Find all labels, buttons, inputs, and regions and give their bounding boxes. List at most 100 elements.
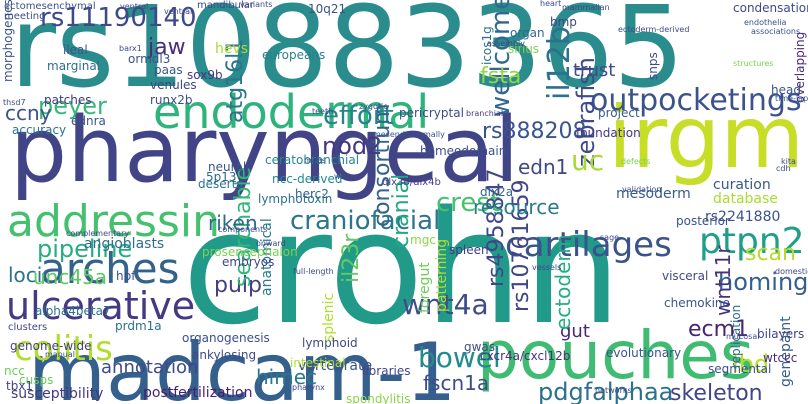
cloud-word: database bbox=[713, 191, 778, 207]
cloud-word: components bbox=[218, 225, 268, 234]
cloud-word: madcam-1 bbox=[28, 326, 457, 404]
cloud-word: postfertilization bbox=[143, 385, 253, 401]
cloud-word: mgc bbox=[410, 233, 436, 247]
cloud-word: 10q21 bbox=[308, 2, 347, 16]
cloud-word: skeleton bbox=[670, 381, 763, 404]
cloud-word: endodermal bbox=[153, 85, 430, 139]
cloud-word: endothelia bbox=[744, 18, 787, 27]
cloud-word: ulcerative bbox=[6, 284, 196, 328]
cloud-word: tbx1 bbox=[6, 379, 34, 393]
cloud-word: cxcr4a/cxcl12b bbox=[480, 349, 571, 363]
cloud-word: ectomesenchymal bbox=[4, 1, 96, 12]
cloud-word: angioblasts bbox=[84, 236, 165, 252]
cloud-word: curation bbox=[713, 177, 771, 193]
cloud-word: peyer bbox=[38, 92, 107, 120]
cloud-word: heart bbox=[540, 0, 562, 8]
cloud-word: bilayers bbox=[757, 327, 805, 341]
cloud-word: organ bbox=[510, 26, 545, 40]
cloud-word: il12b bbox=[542, 26, 577, 100]
cloud-word: ncc-derived bbox=[272, 172, 343, 186]
cloud-word: pulp bbox=[214, 273, 262, 298]
cloud-word: runx2b bbox=[150, 93, 193, 107]
cloud-word: hpf bbox=[116, 269, 136, 283]
cloud-word: paas bbox=[154, 63, 183, 77]
cloud-word: thsd7 bbox=[3, 98, 26, 107]
cloud-word: vertebrate bbox=[298, 358, 373, 374]
cloud-word: trust bbox=[573, 60, 616, 81]
cloud-word: branchial bbox=[466, 109, 504, 118]
cloud-word: patches bbox=[44, 93, 92, 107]
cloud-word: head bbox=[771, 83, 801, 97]
cloud-word: intestinal bbox=[290, 356, 346, 370]
cloud-word: fscn1a bbox=[423, 371, 490, 395]
cloud-word: il23r bbox=[339, 233, 364, 283]
cloud-word: sox9b bbox=[187, 68, 223, 82]
cloud-word: variants bbox=[240, 0, 273, 9]
cloud-word: fsta bbox=[480, 64, 522, 89]
cloud-word: herc2 bbox=[295, 187, 329, 201]
cloud-word: pouches bbox=[477, 317, 755, 394]
cloud-word: scan bbox=[745, 241, 796, 266]
cloud-word: prdm1a bbox=[115, 319, 162, 333]
cloud-word: bmp bbox=[550, 15, 577, 29]
cloud-word: validation bbox=[622, 185, 662, 194]
cloud-word: spondylitis bbox=[346, 392, 411, 404]
cloud-word: ectoderm-derived bbox=[618, 25, 690, 34]
cloud-word: crest bbox=[436, 188, 501, 218]
cloud-word: defects bbox=[621, 157, 651, 166]
cloud-word: alpha4beta7 bbox=[35, 304, 111, 318]
cloud-word: cusps bbox=[19, 373, 54, 387]
cloud-word: lymphoid bbox=[302, 336, 358, 350]
cloud-word: bowel bbox=[418, 341, 501, 374]
cloud-word: embryos bbox=[222, 255, 275, 269]
cloud-word: genome-wide bbox=[10, 339, 92, 353]
cloud-word: networks bbox=[595, 386, 632, 395]
cloud-word: homeodomain bbox=[420, 144, 507, 158]
cloud-word: nod2 bbox=[322, 132, 383, 160]
cloud-word: ceratobranchial bbox=[265, 153, 360, 167]
cloud-word: time-lapse bbox=[775, 94, 808, 103]
cloud-word: meeting bbox=[4, 11, 46, 22]
cloud-word: snps bbox=[646, 52, 660, 80]
cloud-word: deserts bbox=[198, 177, 243, 191]
cloud-word: mandibular bbox=[197, 0, 255, 11]
cloud-word: posterior bbox=[676, 214, 730, 228]
cloud-word: associations bbox=[751, 27, 801, 36]
cloud-word: gwas bbox=[464, 340, 496, 354]
cloud-word: ptpn2 bbox=[699, 221, 805, 262]
cloud-word: mesoderm bbox=[616, 186, 691, 202]
cloud-word: sage bbox=[600, 233, 620, 242]
cloud-word: pharynx bbox=[292, 383, 325, 392]
cloud-word: dlx3b/dlx4b bbox=[382, 177, 441, 188]
cloud-word: ileal bbox=[63, 43, 88, 57]
cloud-word: manual bbox=[45, 350, 75, 359]
cloud-word: segmental bbox=[708, 362, 772, 376]
cloud-word: europeans bbox=[262, 48, 326, 62]
cloud-word: resource bbox=[473, 195, 560, 219]
cloud-word: accuracy bbox=[12, 123, 67, 137]
cloud-word: ventral bbox=[164, 7, 193, 16]
cloud-word: ectoderm bbox=[551, 234, 575, 330]
cloud-word: dlx2a bbox=[480, 185, 514, 199]
cloud-word: 5p13 bbox=[206, 170, 237, 184]
cloud-word: ormdl3 bbox=[128, 52, 171, 66]
cloud-word: ccny bbox=[5, 101, 52, 125]
cloud-word: splenic bbox=[321, 292, 337, 342]
cloud-word: domestic bbox=[775, 267, 808, 276]
cloud-word: project bbox=[598, 106, 640, 120]
cloud-word: uc bbox=[571, 144, 605, 177]
cloud-word: ecm1 bbox=[688, 317, 750, 342]
cloud-word: lymphotoxin bbox=[258, 192, 333, 206]
cloud-word: crohn bbox=[182, 177, 622, 359]
cloud-word: pericryptal bbox=[399, 106, 464, 120]
cloud-word: kita bbox=[781, 157, 796, 166]
cloud-word: edn1 bbox=[518, 155, 569, 179]
cloud-word: marginal bbox=[47, 59, 101, 73]
cloud-word: effort bbox=[323, 101, 394, 131]
cloud-word: unc45a bbox=[33, 265, 108, 289]
cloud-word: irgm bbox=[608, 88, 805, 188]
cloud-word: vessels bbox=[532, 263, 562, 272]
cloud-word: arches bbox=[40, 244, 180, 293]
cloud-word: barx1 bbox=[119, 44, 142, 53]
